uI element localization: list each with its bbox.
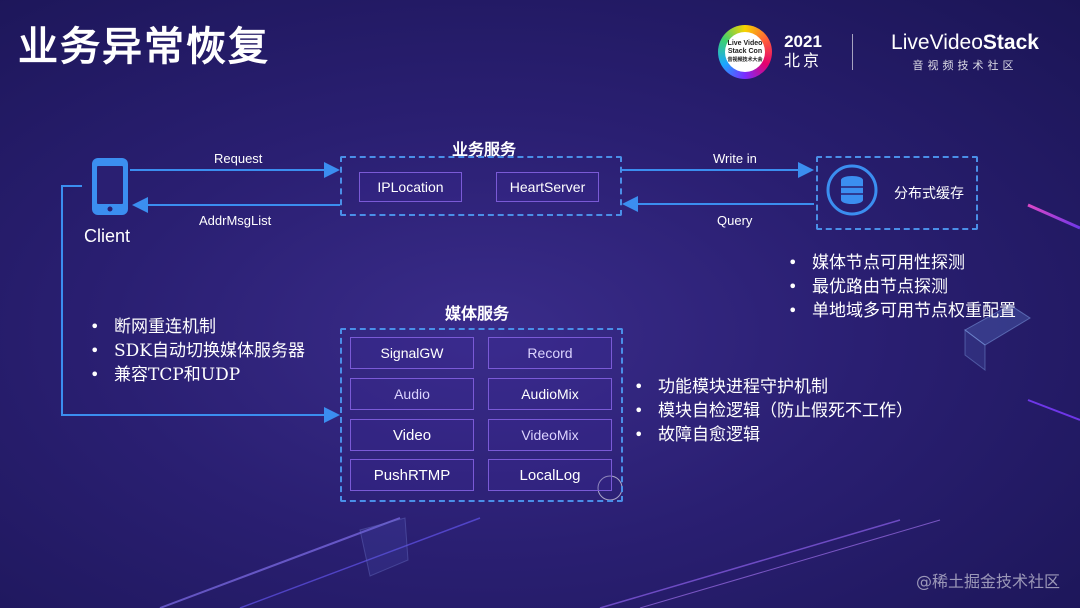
business-service-box [340,156,622,216]
conference-year: 2021 北京 [784,32,823,70]
neon-decoration-bottom [159,517,941,608]
module-heartserver: HeartServer [496,172,599,202]
list-item: 模块自检逻辑（防止假死不工作） [632,399,913,423]
module-audio: Audio [350,378,474,410]
module-video: Video [350,419,474,451]
list-item: SDK自动切换媒体服务器 [88,339,305,363]
write-in-label: Write in [713,151,757,166]
media-service-title: 媒体服务 [445,304,510,323]
module-signalgw: SignalGW [350,337,474,369]
cache-box [816,156,978,230]
database-icon [826,164,878,216]
conference-logo: Live Video Stack Con 音视频技术大会 [718,25,772,79]
list-item: 故障自愈逻辑 [632,423,913,447]
module-pushrtmp: PushRTMP [350,459,474,491]
livevideostack-logo: LiveVideoStack 音视频技术社区 [891,31,1039,72]
list-item: 最优路由节点探测 [786,275,1016,299]
module-iplocation: IPLocation [359,172,462,202]
list-item: 媒体节点可用性探测 [786,251,1016,275]
cache-bullets: 媒体节点可用性探测 最优路由节点探测 单地域多可用节点权重配置 [786,251,1016,323]
watermark: @稀土掘金技术社区 [915,572,1060,591]
module-audiomix: AudioMix [488,378,612,410]
client-media-arrow [61,185,340,423]
list-item: 兼容TCP和UDP [88,363,305,387]
list-item: 功能模块进程守护机制 [632,375,913,399]
list-item: 断网重连机制 [88,315,305,339]
business-service-title: 业务服务 [452,140,517,159]
module-videomix: VideoMix [488,419,612,451]
client-label: Client [84,226,131,246]
page-title: 业务异常恢复 [18,24,270,70]
addrmsglist-label: AddrMsgList [199,213,272,228]
media-bullets: 功能模块进程守护机制 模块自检逻辑（防止假死不工作） 故障自愈逻辑 [632,375,913,447]
module-record: Record [488,337,612,369]
request-label: Request [214,151,263,166]
list-item: 单地域多可用节点权重配置 [786,299,1016,323]
query-label: Query [717,213,753,228]
module-locallog: LocalLog [488,459,612,491]
cache-label: 分布式缓存 [894,186,964,202]
brand-header: Live Video Stack Con 音视频技术大会 2021 北京 Liv… [718,22,1039,82]
media-service-box [340,328,623,502]
brand-divider [852,34,854,70]
client-bullets: 断网重连机制 SDK自动切换媒体服务器 兼容TCP和UDP [88,315,305,387]
phone-icon [92,158,128,215]
